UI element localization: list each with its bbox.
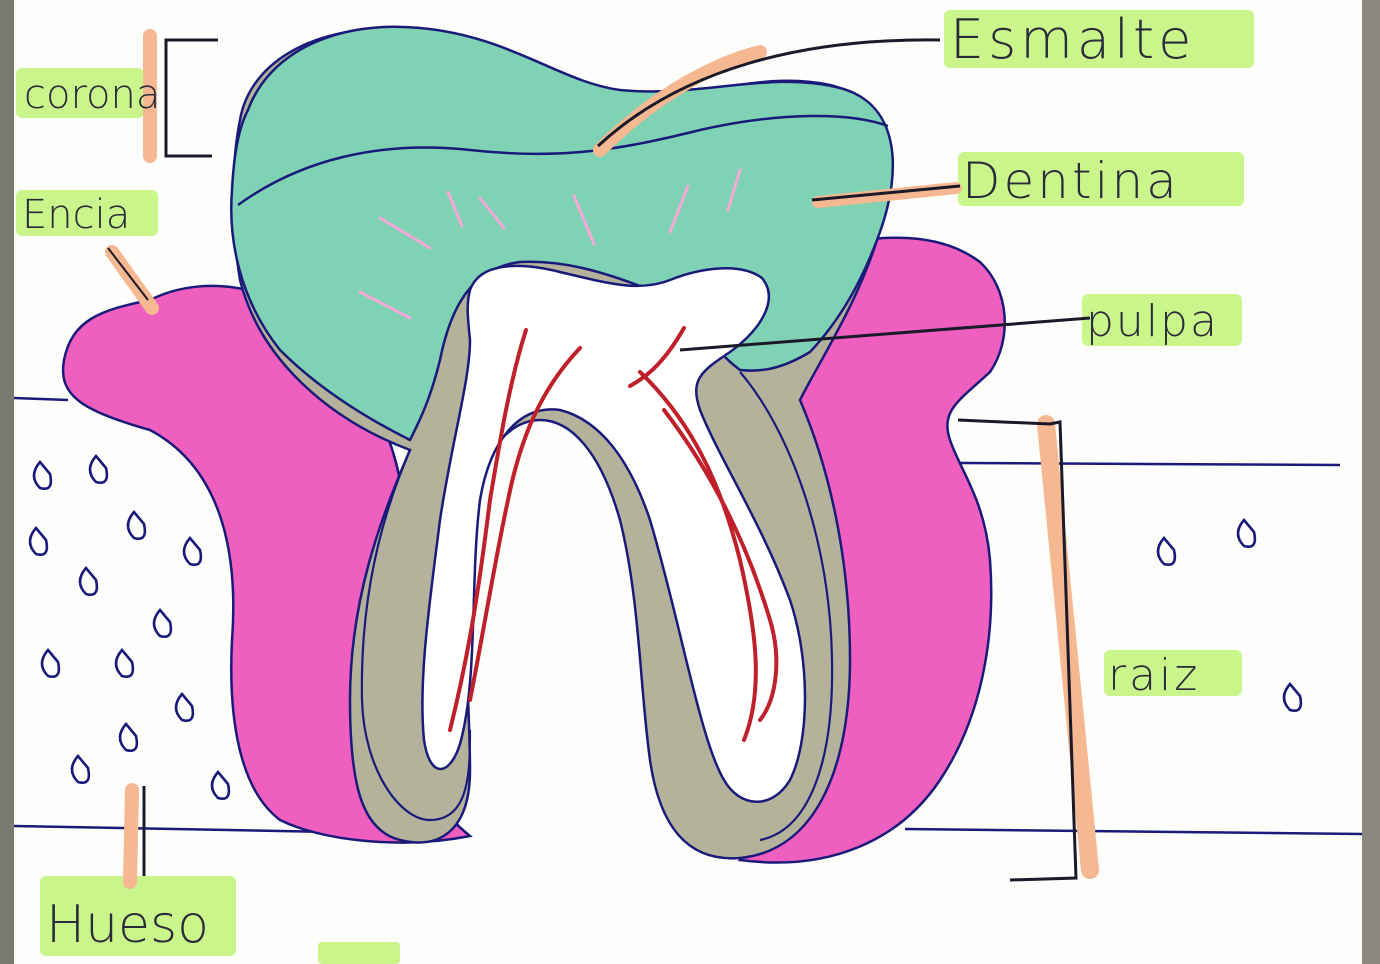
label-pulpa: pulpa (1086, 296, 1219, 347)
paper-edge-right (1362, 0, 1380, 964)
label-encia: Encia (22, 192, 130, 238)
highlight-bottom-fragment (318, 942, 400, 964)
label-dentina: Dentina (962, 152, 1180, 210)
paper-edge-left (0, 0, 14, 964)
label-corona: corona (24, 72, 160, 118)
label-hueso: Hueso (46, 895, 209, 955)
label-raiz: raiz (1108, 650, 1200, 701)
label-esmalte: Esmalte (950, 8, 1195, 71)
